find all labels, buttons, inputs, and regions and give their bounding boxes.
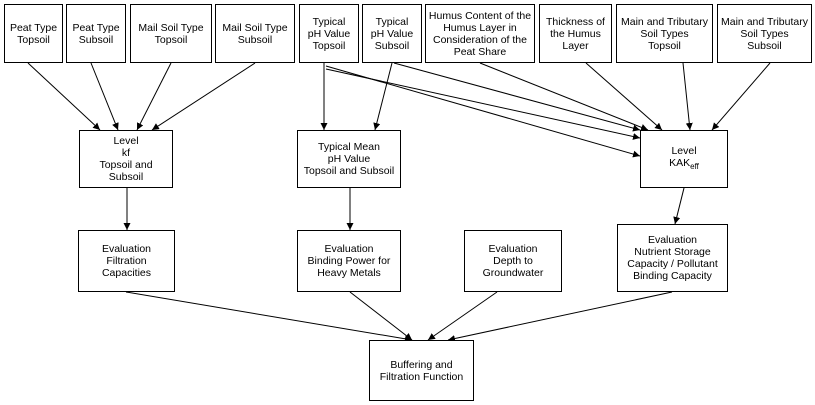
arrow-mail-sub-to-level-kf xyxy=(151,62,256,131)
arrow-eval-depth-to-buffering xyxy=(427,291,498,341)
level-kak-term: KAKeff xyxy=(669,157,699,173)
level-kak-eff-label: Level KAKeff xyxy=(669,145,699,173)
arrow-eval-nutrient-to-buffering xyxy=(447,291,673,342)
arrow-eval-binding-to-buffering xyxy=(349,291,413,341)
level-kak-subscript: eff xyxy=(690,162,699,171)
level-kak-eff-box: Level KAKeff xyxy=(640,130,728,188)
level-kak-main: KAK xyxy=(669,157,691,169)
arrow-peat-sub-to-level-kf xyxy=(90,62,119,131)
arrow-humus-content-to-level-kak xyxy=(479,62,649,131)
arrow-ph-sub-to-mean-ph xyxy=(373,62,393,131)
arrow-main-top-to-level-kak xyxy=(682,62,693,131)
arrow-mail-top-to-level-kf xyxy=(136,62,172,131)
arrow-level-kak-to-eval-nutrient xyxy=(673,187,685,225)
arrow-peat-top-to-level-kf xyxy=(27,62,101,131)
arrow-eval-filtration-to-buffering xyxy=(125,291,413,343)
arrow-ph-sub-to-level-kak xyxy=(393,62,641,132)
arrow-humus-thickness-to-level-kak xyxy=(585,62,663,131)
level-kak-prefix: Level xyxy=(671,145,697,157)
arrow-ph-top-to-level-kak xyxy=(325,68,641,140)
arrow-main-sub-to-level-kak xyxy=(711,62,771,131)
